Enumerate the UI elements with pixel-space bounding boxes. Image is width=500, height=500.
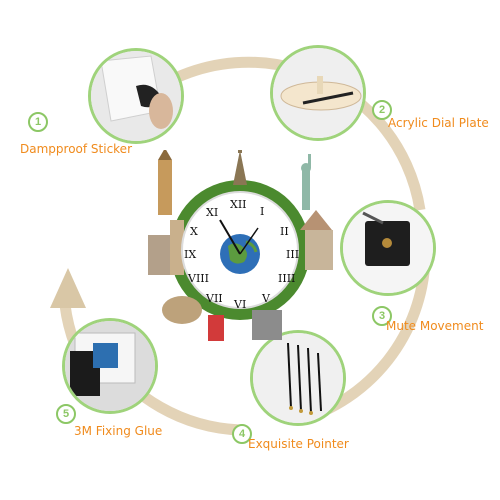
arc-arrowhead [50, 268, 86, 308]
clock-numeral-6: VI [234, 298, 247, 311]
step-1-label: Dampproof Sticker [20, 142, 133, 156]
clock-numeral-10: X [190, 225, 198, 238]
step-4-label: Exquisite Pointer [248, 437, 349, 451]
landmarks-illustration [148, 150, 333, 341]
clock-numeral-5: V [262, 292, 270, 305]
clock-numeral-2: II [280, 225, 289, 238]
step-2-number: 2 [372, 100, 392, 120]
step-4-number: 4 [232, 424, 252, 444]
wall-clock: XII I II III IIII V VI VII VIII IX X XI [140, 150, 340, 350]
step-5-number: 5 [56, 404, 76, 424]
step-4-image [250, 330, 346, 426]
step-3-image [340, 200, 436, 296]
step-3-label: Mute Movement [386, 319, 484, 333]
clock-numeral-1: I [260, 205, 265, 218]
step-5-label: 3M Fixing Glue [74, 424, 163, 438]
clock-numeral-7: VII [206, 292, 223, 305]
step-5-image [62, 318, 158, 414]
clock-numeral-12: XII [230, 198, 247, 211]
step-2-image [270, 45, 366, 141]
step-3-number: 3 [372, 306, 392, 326]
clock-numeral-8: VIII [188, 272, 209, 285]
clock-numeral-9: IX [184, 248, 197, 261]
step-1-image [88, 48, 184, 144]
clock-numeral-3: III [286, 248, 300, 261]
clock-numeral-4: IIII [278, 272, 296, 285]
clock-numeral-11: XI [206, 206, 219, 219]
step-2-label: Acrylic Dial Plate [388, 116, 489, 130]
step-1-number: 1 [28, 112, 48, 132]
